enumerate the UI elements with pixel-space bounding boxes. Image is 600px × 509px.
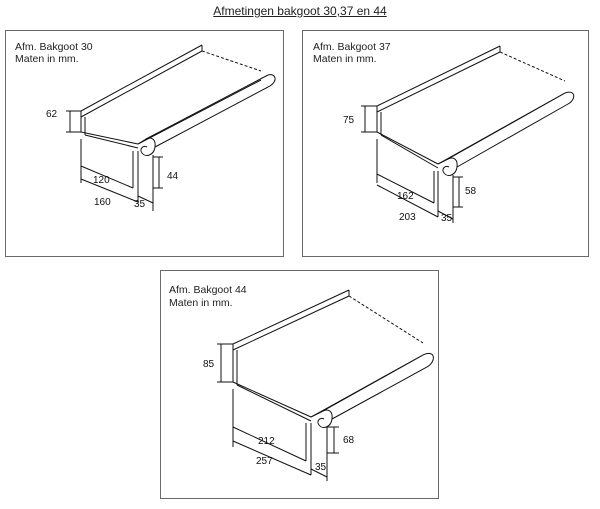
gutter-drawing-30: 62 120 160 35 44	[46, 44, 276, 211]
gutter-panel-37: Afm. Bakgoot 37 Maten in mm.	[302, 30, 589, 257]
dim-lip-height: 68	[343, 435, 355, 446]
page-title: Afmetingen bakgoot 30,37 en 44	[213, 4, 387, 18]
panel-subtitle: Maten in mm.	[313, 53, 377, 65]
panel-title: Afm. Bakgoot 37	[313, 41, 391, 53]
dim-inner-width: 120	[93, 175, 110, 186]
panel-title: Afm. Bakgoot 44	[169, 284, 247, 296]
dim-lip-width: 35	[134, 199, 146, 210]
dim-lip-height: 44	[167, 171, 179, 182]
gutter-panel-30: Afm. Bakgoot 30 Maten in mm.	[5, 30, 284, 257]
dim-lip-width: 35	[315, 462, 327, 473]
panel-title: Afm. Bakgoot 30	[15, 41, 93, 53]
gutter-drawing-37: 75 162 203 35 58	[343, 45, 575, 224]
gutter-drawing-44: 85 212 257 35 68	[203, 289, 434, 481]
dim-lip-width: 35	[441, 213, 453, 224]
panel-subtitle: Maten in mm.	[15, 53, 79, 65]
dim-total-width: 257	[256, 456, 273, 467]
dim-total-width: 203	[399, 212, 416, 223]
dim-height: 75	[343, 115, 355, 126]
gutter-panel-44: Afm. Bakgoot 44 Maten in mm.	[160, 270, 439, 499]
dim-height: 62	[46, 109, 58, 120]
dim-lip-height: 58	[465, 186, 477, 197]
dim-height: 85	[203, 359, 215, 370]
dim-total-width: 160	[94, 197, 111, 208]
dim-inner-width: 212	[258, 436, 275, 447]
dim-inner-width: 162	[397, 191, 414, 202]
panel-subtitle: Maten in mm.	[169, 297, 233, 309]
